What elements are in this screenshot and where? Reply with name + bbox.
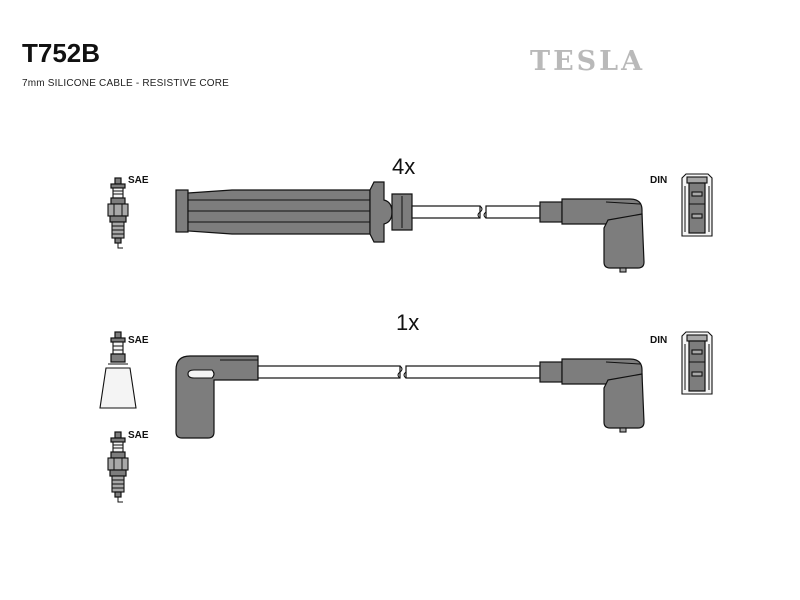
set-1-coil-end-label: DIN [650, 175, 667, 186]
din-coil-icon [681, 173, 713, 237]
spark-plug-icon [107, 431, 129, 503]
spark-plug-icon [107, 177, 129, 249]
set-2-plug-end-label: SAE [128, 335, 149, 346]
ignition-cable [257, 365, 541, 379]
angled-boot-icon [539, 198, 645, 273]
set-2-extra-plug-end-label: SAE [128, 430, 149, 441]
angled-plug-boot-icon [175, 355, 259, 439]
set-2-coil-end-label: DIN [650, 335, 667, 346]
part-number-title: T752B [22, 38, 101, 68]
set-2-quantity: 1x [396, 310, 419, 335]
spark-plug-cap-icon [99, 331, 137, 409]
set-1-quantity: 4x [392, 154, 415, 179]
ignition-cable [411, 205, 541, 219]
din-coil-icon [681, 331, 713, 395]
cable-description: 7mm SILICONE CABLE - RESISTIVE CORE [22, 78, 230, 89]
set-1-plug-end-label: SAE [128, 175, 149, 186]
brand-logo: TESLA [530, 46, 646, 77]
straight-boot-icon [175, 181, 413, 243]
angled-boot-icon [539, 358, 645, 433]
